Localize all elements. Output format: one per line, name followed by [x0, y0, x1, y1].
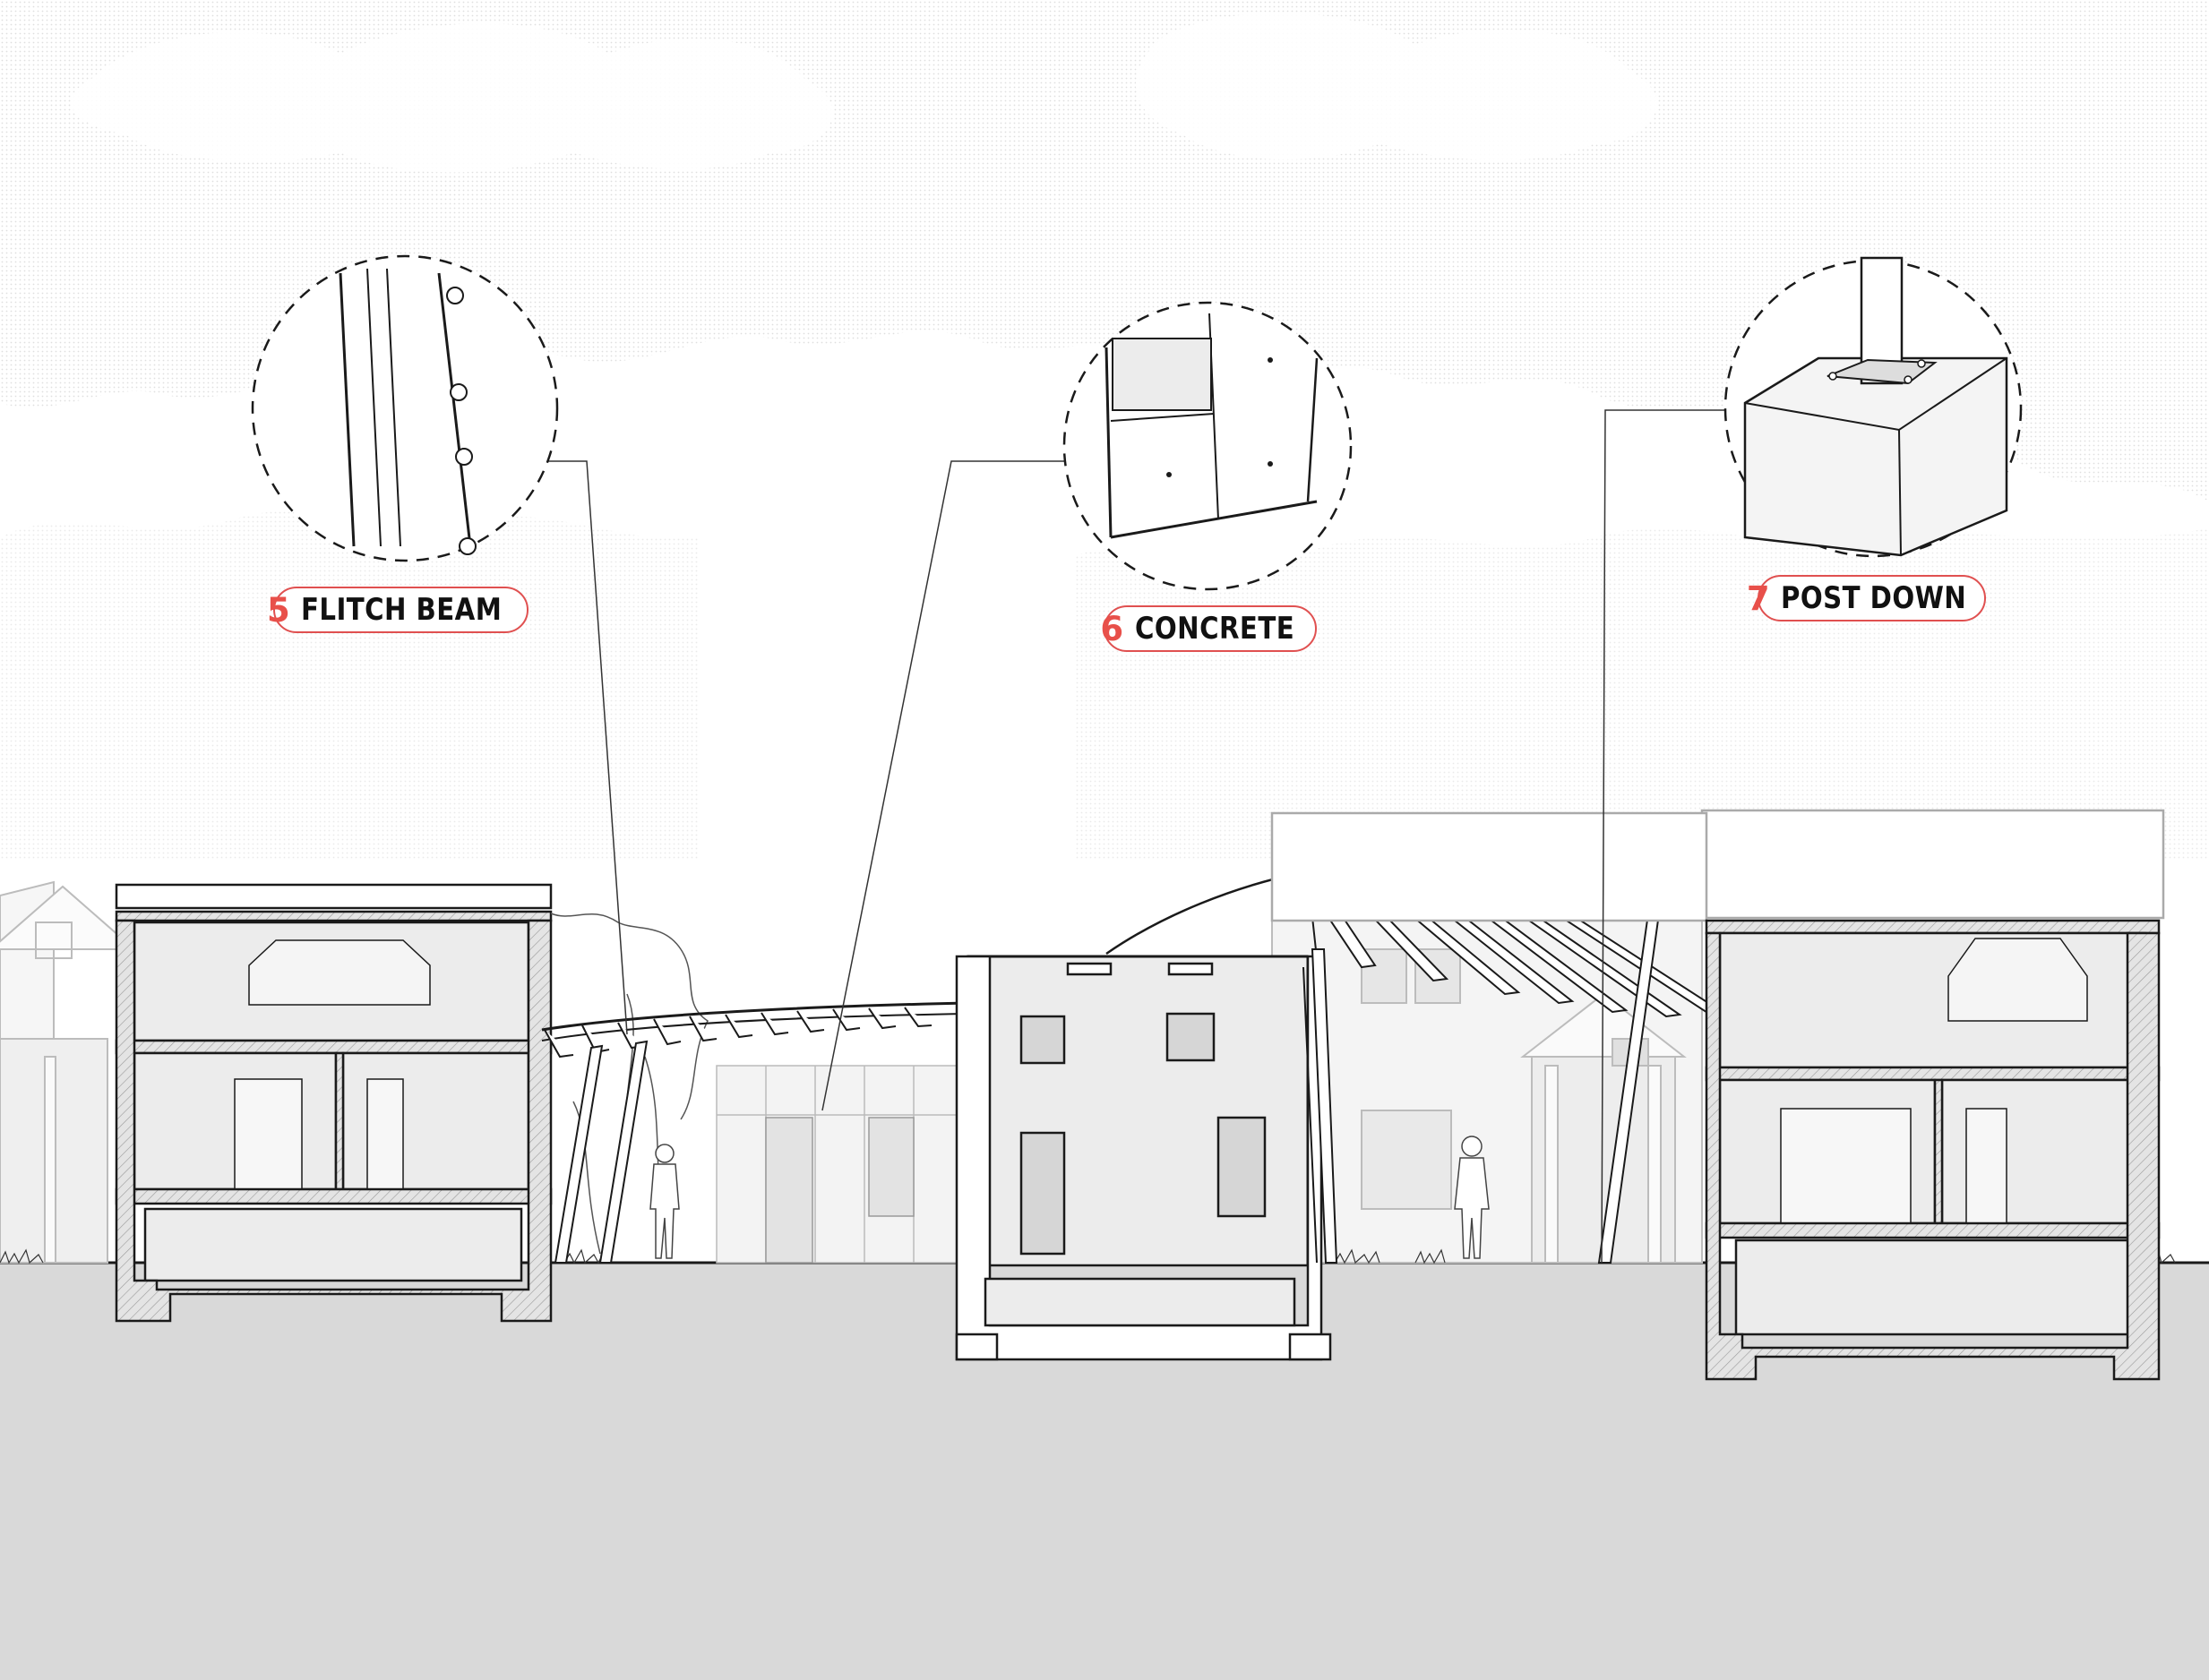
callout-label: CONCRETE: [1134, 611, 1294, 647]
leader-lines: [545, 409, 1724, 1264]
right-house-section: [1270, 809, 2165, 1381]
callout-concrete: 6 CONCRETE: [1100, 605, 1317, 652]
left-house-section: [115, 883, 553, 1323]
callout-number: 6: [1100, 609, 1124, 648]
callout-post-down: 7 POST DOWN: [1747, 575, 1986, 621]
central-building-section: [955, 955, 1332, 1361]
callout-number: 5: [267, 590, 291, 630]
callout-label: FLITCH BEAM: [301, 592, 503, 628]
person-silhouette-right: [1454, 1136, 1490, 1259]
detail-circle-post-down: [1723, 256, 2023, 558]
callout-number: 7: [1746, 579, 1771, 618]
concrete-wall: [716, 1065, 973, 1264]
person-silhouette-left: [649, 1144, 680, 1259]
callout-flitch-beam: 5 FLITCH BEAM: [267, 587, 529, 633]
detail-circle-flitch-beam: [251, 254, 559, 562]
left-pergola: [541, 1001, 968, 1264]
callout-label: POST DOWN: [1781, 580, 1967, 616]
detail-circle-concrete: [1062, 301, 1353, 591]
